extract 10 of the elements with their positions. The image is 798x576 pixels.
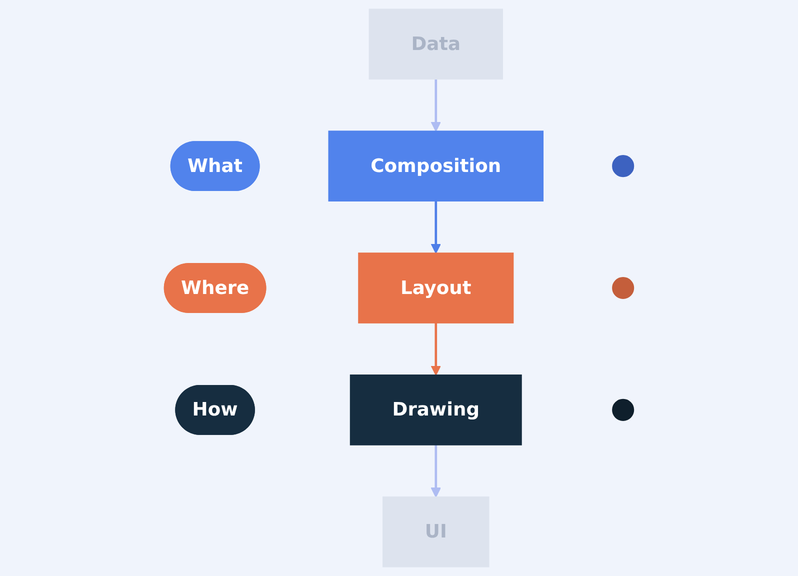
- node-circle: [612, 276, 634, 300]
- arrow: [430, 444, 441, 498]
- arrow: [430, 322, 441, 376]
- node-box: Composition: [328, 130, 544, 202]
- node-box: Layout: [358, 252, 514, 324]
- node-circle: [612, 155, 634, 178]
- arrow: [430, 78, 441, 132]
- node-box: Drawing: [350, 374, 522, 446]
- node-circle: [612, 398, 634, 421]
- arrow: [430, 200, 441, 254]
